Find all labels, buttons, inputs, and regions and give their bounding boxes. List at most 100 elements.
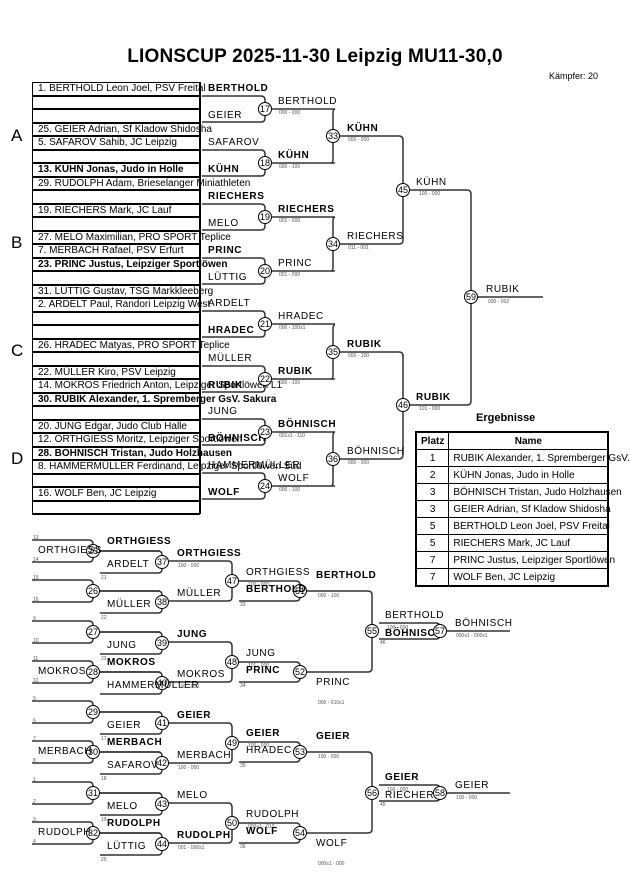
seed-number: 1: [33, 777, 36, 783]
bracket-connector: [340, 454, 404, 460]
seed-number: 33: [240, 602, 246, 608]
fight-score: 001s1 - 110: [279, 433, 306, 439]
seed-number: 9: [33, 616, 36, 622]
winner-name: HRADEC: [278, 311, 324, 322]
competitor-name: GEIER: [208, 110, 243, 121]
seed-number: 8: [33, 758, 36, 764]
competitor-name: MÜLLER: [208, 353, 253, 364]
fight-number: 57: [433, 624, 447, 638]
seed-number: 12: [33, 678, 39, 684]
winner-name: RIECHERS: [278, 204, 335, 215]
competitor-name: LÜTTIG: [107, 841, 147, 852]
fight-score: 000 - 000: [279, 110, 301, 116]
winner-name: RUBIK: [347, 339, 382, 350]
result-name: BERTHOLD Leon Joel, PSV Freital: [448, 517, 610, 535]
draw-entry: 29. RUDOLPH Adam, Brieselanger Miniathle…: [32, 176, 250, 191]
pool-label-a: A: [11, 126, 23, 145]
fight-number: 30: [86, 745, 100, 759]
fight-score: 000 - 100: [279, 164, 301, 170]
competitor-name: MERBACH: [107, 737, 163, 748]
fight-score: 001 - 000s1: [178, 845, 205, 851]
competitor-name: HAMMERMÜLLER: [107, 680, 200, 691]
bracket-connector: [32, 579, 94, 603]
fight-number: 21: [258, 317, 272, 331]
fight-score: 000 - 002: [488, 299, 510, 305]
competitor-name: MOKROS: [177, 669, 226, 680]
winner-name: BERTHOLD: [316, 570, 377, 581]
competitor-name: RUDOLPH: [177, 830, 231, 841]
competitor-name: HAMMERMÜLLER: [208, 460, 301, 471]
seed-number: 20: [101, 857, 107, 863]
competitor-name: MOKROS: [38, 666, 87, 677]
competitor-name: RUBIK: [208, 380, 243, 391]
bracket-connector: [32, 700, 94, 724]
fight-score: 000 - 100s1: [279, 325, 306, 331]
seed-number: 16: [33, 597, 39, 603]
bracket-connector: [307, 590, 373, 673]
competitor-name: BÖHNISCH: [208, 433, 267, 444]
winner-name: GEIER: [455, 780, 490, 791]
fight-score: 100 - 000: [387, 787, 409, 793]
winner-name: BÖHNISCH: [347, 446, 405, 457]
results-header-place: Platz: [415, 431, 450, 450]
competitor-name: JUNG: [177, 629, 208, 640]
seed-number: 35: [240, 763, 246, 769]
result-name: PRINC Justus, Leipziger Sportlöwen: [448, 551, 615, 569]
fight-number: 47: [225, 574, 239, 588]
result-name: GEIER Adrian, Sf Kladow Shidosha: [448, 500, 611, 518]
competitor-name: BERTHOLD: [208, 83, 269, 94]
competitor-name: BÖHNISCH: [385, 628, 444, 639]
fight-number: 46: [396, 398, 410, 412]
fight-number: 50: [225, 816, 239, 830]
fight-score: 100 - 000: [387, 625, 409, 631]
fight-score: 100 - 000: [248, 743, 270, 749]
draw-entry: 25. GEIER Adrian, Sf Kladow Shidosha: [32, 122, 212, 137]
fight-number: 54: [293, 826, 307, 840]
draw-entry: [32, 95, 200, 110]
bracket-connector: [100, 631, 163, 639]
seed-number: 6: [33, 718, 36, 724]
fight-number: 49: [225, 736, 239, 750]
seed-number: 15: [33, 575, 39, 581]
draw-entry: [32, 500, 200, 515]
winner-name: KÜHN: [347, 123, 379, 134]
seed-number: 14: [33, 557, 39, 563]
bracket-connector: [100, 647, 163, 655]
bracket-connector: [100, 550, 163, 558]
fight-score: 101 - 000: [248, 663, 270, 669]
seed-number: 3: [33, 817, 36, 823]
fight-number: 37: [155, 555, 169, 569]
fight-score: 100 - 000: [178, 765, 200, 771]
fight-score: 001 - 000: [279, 272, 301, 278]
competitor-name: BERTHOLD: [246, 584, 307, 595]
competitor-name: ORTHGIESS: [38, 545, 103, 556]
fight-number: 44: [155, 837, 169, 851]
seed-number: 4: [33, 839, 36, 845]
pool-label-c: C: [11, 341, 24, 360]
result-place: 3: [415, 500, 450, 518]
seed-number: 46: [380, 640, 386, 646]
bracket-connector: [307, 751, 373, 834]
competitor-name: WOLF: [246, 826, 278, 837]
winner-name: GEIER: [316, 731, 351, 742]
competitor-name: SAFAROV: [208, 137, 260, 148]
seed-number: 17: [101, 736, 107, 742]
fight-number: 53: [293, 745, 307, 759]
fight-number: 26: [86, 584, 100, 598]
competitor-name: MELO: [208, 218, 239, 229]
fight-score: 000s1 - 000: [318, 861, 345, 867]
bracket-connector: [100, 687, 163, 695]
seed-number: 10: [33, 638, 39, 644]
competitor-name: MELO: [177, 790, 208, 801]
winner-name: KÜHN: [416, 177, 447, 188]
fight-score: 000 - 100: [279, 380, 301, 386]
seed-number: 18: [101, 776, 107, 782]
fight-number: 42: [155, 756, 169, 770]
fight-number: 43: [155, 797, 169, 811]
